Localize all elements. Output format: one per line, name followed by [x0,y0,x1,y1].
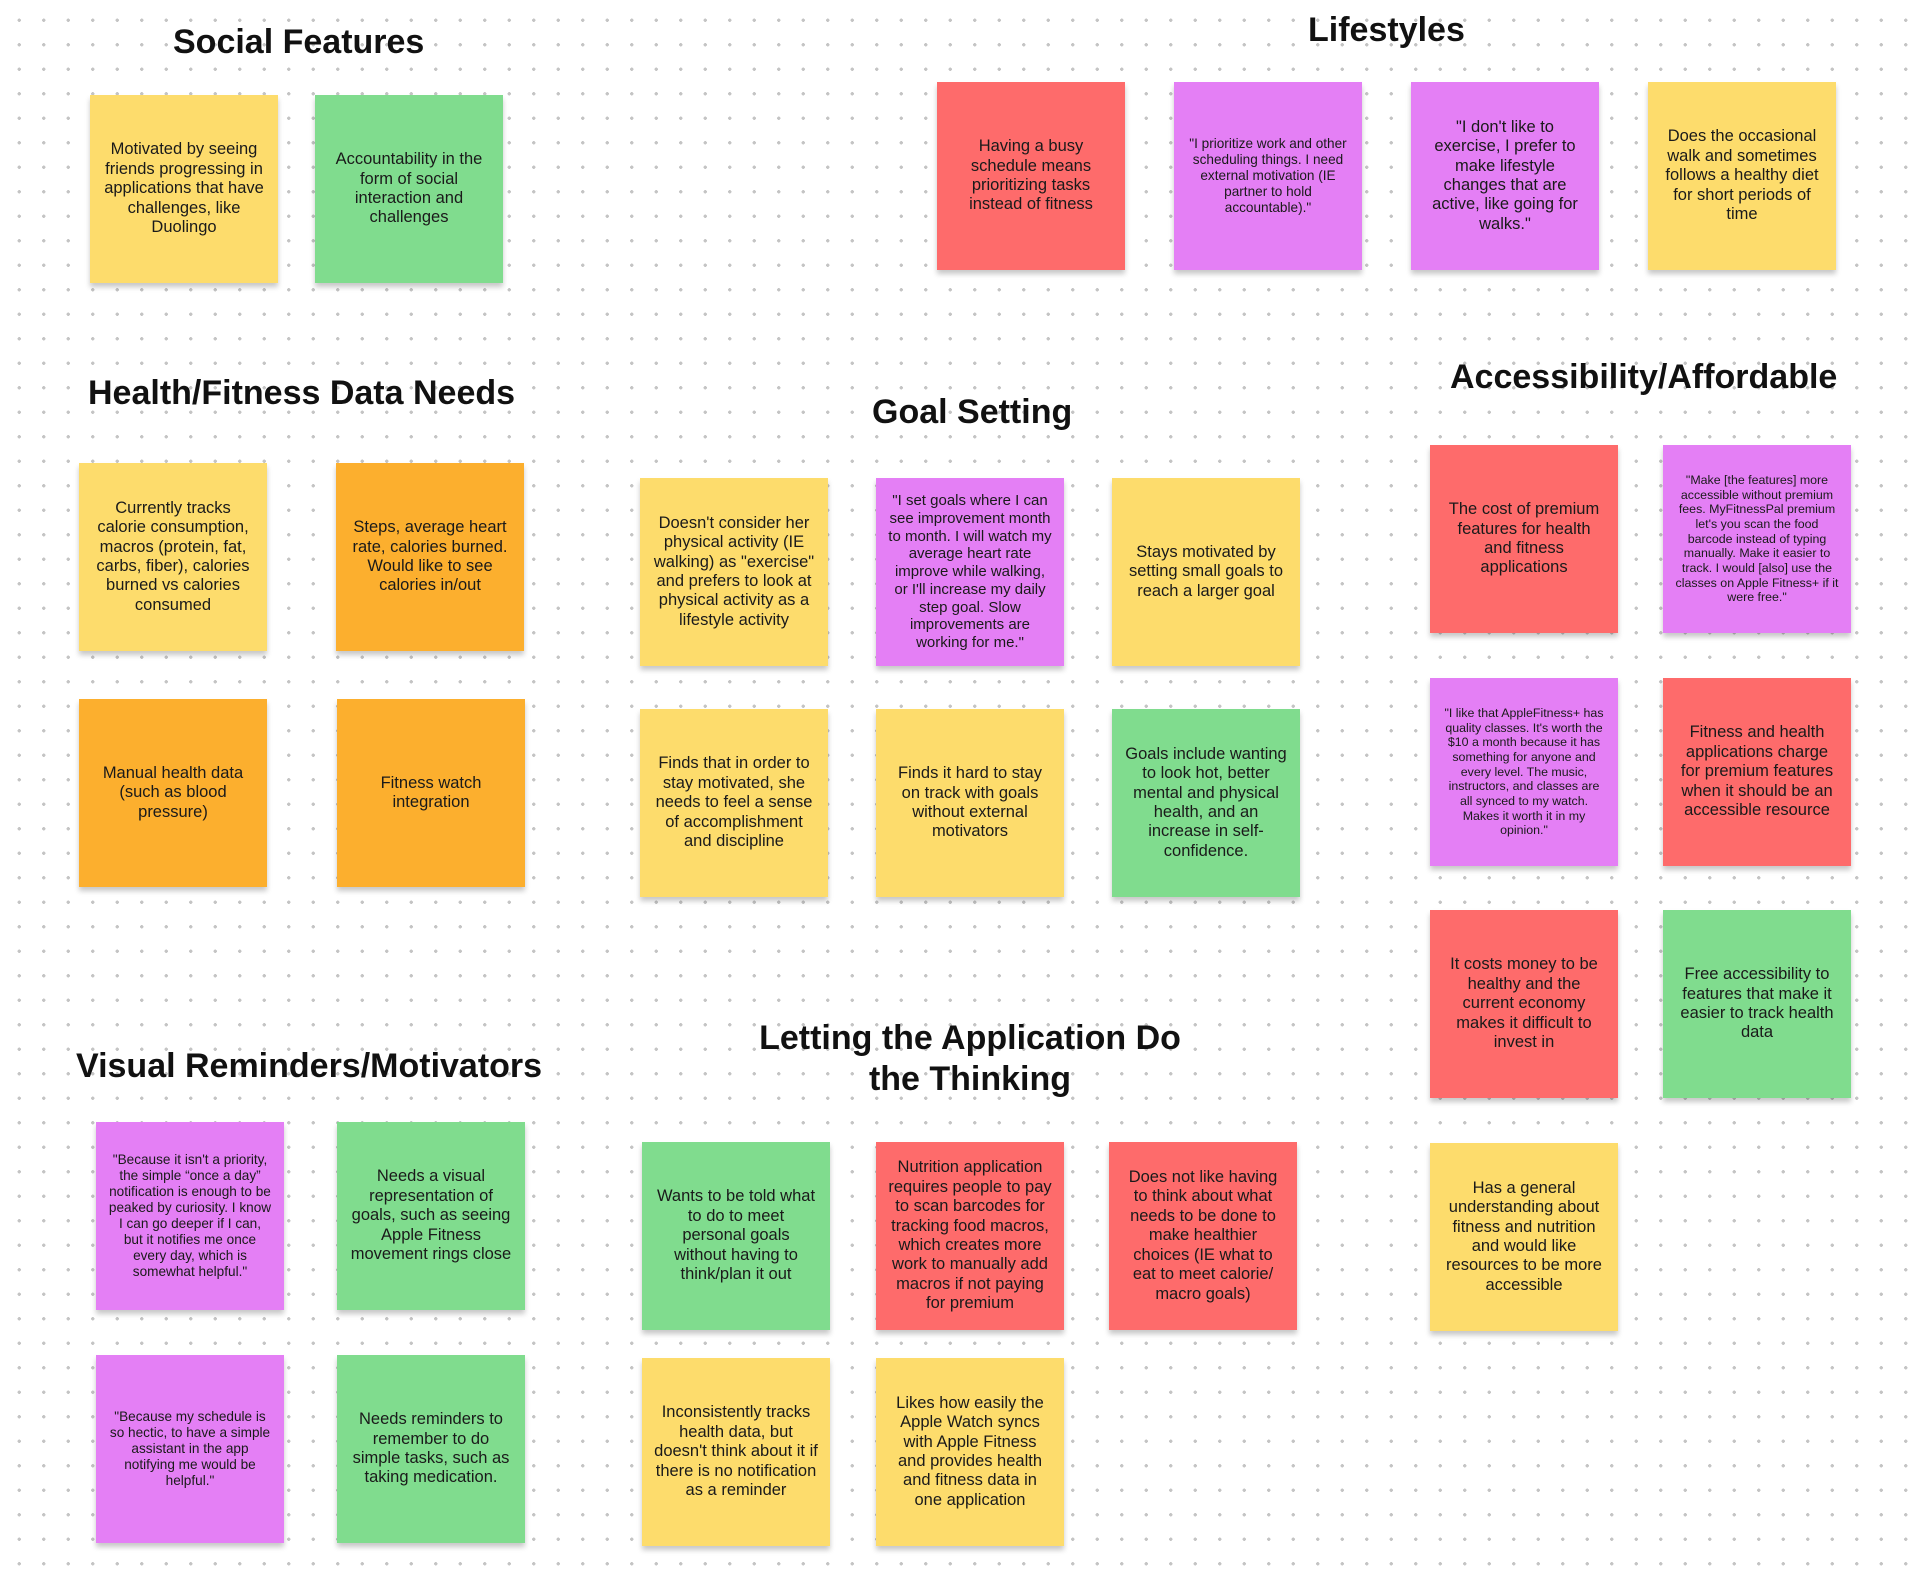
sticky-note-text: Fitness and health applications charge f… [1680,723,1834,820]
sticky-note[interactable]: Fitness and health applications charge f… [1663,678,1851,866]
sticky-note[interactable]: Having a busy schedule means prioritizin… [937,82,1125,270]
sticky-note-text: "Because it isn't a priority, the simple… [108,1151,272,1280]
sticky-note[interactable]: Goals include wanting to look hot, bette… [1112,709,1300,897]
sticky-note-text: Finds it hard to stay on track with goal… [898,764,1042,841]
sticky-note[interactable]: "I don't like to exercise, I prefer to m… [1411,82,1599,270]
sticky-note-text: Goals include wanting to look hot, bette… [1125,744,1287,860]
sticky-note[interactable]: Has a general understanding about fitnes… [1430,1143,1618,1331]
sticky-note[interactable]: Accountability in the form of social int… [315,95,503,283]
sticky-note[interactable]: Does the occasional walk and sometimes f… [1648,82,1836,270]
heading-line-1: Letting the Application Do [759,1019,1181,1057]
sticky-note-text: "Make [the features] more accessible wit… [1675,473,1839,605]
sticky-note-text: Wants to be told what to do to meet pers… [656,1187,816,1284]
sticky-note-text: "I prioritize work and other scheduling … [1189,135,1347,216]
sticky-note[interactable]: Stays motivated by setting small goals t… [1112,478,1300,666]
sticky-note[interactable]: Needs a visual representation of goals, … [337,1122,525,1310]
sticky-note[interactable]: Nutrition application requires people to… [876,1142,1064,1330]
sticky-note-text: Stays motivated by setting small goals t… [1128,542,1284,600]
sticky-note-text: Steps, average heart rate, calories burn… [352,518,508,595]
sticky-note[interactable]: "I prioritize work and other scheduling … [1174,82,1362,270]
sticky-note[interactable]: "Because my schedule is so hectic, to ha… [96,1355,284,1543]
heading-social-features: Social Features [173,23,425,61]
sticky-note-text: It costs money to be healthy and the cur… [1450,955,1598,1052]
sticky-note-text: Finds that in order to stay motivated, s… [655,754,813,851]
sticky-note[interactable]: Doesn't consider her physical activity (… [640,478,828,666]
heading-accessibility-affordable: Accessibility/Affordable [1450,358,1838,396]
sticky-note-text: Inconsistently tracks health data, but d… [654,1403,818,1500]
sticky-note-text: "I like that AppleFitness+ has quality c… [1444,706,1604,838]
sticky-note-text: Fitness watch integration [380,773,482,811]
sticky-note-text: Free accessibility to features that make… [1680,965,1834,1042]
sticky-note-text: Having a busy schedule means prioritizin… [969,137,1093,214]
sticky-note[interactable]: Manual health data (such as blood pressu… [79,699,267,887]
sticky-note-text: Motivated by seeing friends progressing … [104,140,264,237]
sticky-note[interactable]: The cost of premium features for health … [1430,445,1618,633]
sticky-note-text: Doesn't consider her physical activity (… [653,513,815,629]
heading-letting-the-application-do-the-thinking: Letting the Application Do the Thinking [700,1018,1240,1100]
sticky-note[interactable]: "Because it isn't a priority, the simple… [96,1122,284,1310]
sticky-note[interactable]: Steps, average heart rate, calories burn… [336,463,524,651]
heading-goal-setting: Goal Setting [872,393,1073,431]
heading-lifestyles: Lifestyles [1308,11,1465,49]
heading-health-fitness-data-needs: Health/Fitness Data Needs [88,374,516,412]
sticky-note[interactable]: Likes how easily the Apple Watch syncs w… [876,1358,1064,1546]
sticky-note[interactable]: "I like that AppleFitness+ has quality c… [1430,678,1618,866]
sticky-note[interactable]: "I set goals where I can see improvement… [876,478,1064,666]
sticky-note[interactable]: Finds it hard to stay on track with goal… [876,709,1064,897]
sticky-note[interactable]: Finds that in order to stay motivated, s… [640,709,828,897]
sticky-note[interactable]: It costs money to be healthy and the cur… [1430,910,1618,1098]
sticky-note-text: The cost of premium features for health … [1448,500,1600,577]
sticky-note-text: Has a general understanding about fitnes… [1446,1178,1602,1294]
sticky-note[interactable]: Motivated by seeing friends progressing … [90,95,278,283]
sticky-note-text: Needs reminders to remember to do simple… [352,1410,510,1487]
sticky-note-text: Currently tracks calorie consumption, ma… [96,498,250,614]
sticky-note[interactable]: Currently tracks calorie consumption, ma… [79,463,267,651]
sticky-note-text: Manual health data (such as blood pressu… [102,763,244,821]
sticky-note-text: "I don't like to exercise, I prefer to m… [1432,117,1578,233]
sticky-note-text: Likes how easily the Apple Watch syncs w… [896,1393,1044,1509]
sticky-note-text: Does not like having to think about what… [1128,1167,1278,1303]
sticky-note-text: Accountability in the form of social int… [335,150,483,227]
sticky-note-text: "Because my schedule is so hectic, to ha… [109,1408,271,1489]
sticky-note[interactable]: Needs reminders to remember to do simple… [337,1355,525,1543]
sticky-note-text: Nutrition application requires people to… [888,1158,1052,1313]
heading-line-2: the Thinking [868,1060,1072,1098]
sticky-note[interactable]: Does not like having to think about what… [1109,1142,1297,1330]
sticky-note[interactable]: Fitness watch integration [337,699,525,887]
sticky-note[interactable]: Inconsistently tracks health data, but d… [642,1358,830,1546]
sticky-note[interactable]: "Make [the features] more accessible wit… [1663,445,1851,633]
sticky-note-text: Does the occasional walk and sometimes f… [1665,127,1819,224]
heading-visual-reminders-motivators: Visual Reminders/Motivators [76,1047,543,1085]
sticky-note-text: Needs a visual representation of goals, … [350,1167,512,1264]
sticky-note-text: "I set goals where I can see improvement… [888,492,1052,651]
sticky-note[interactable]: Free accessibility to features that make… [1663,910,1851,1098]
sticky-note[interactable]: Wants to be told what to do to meet pers… [642,1142,830,1330]
